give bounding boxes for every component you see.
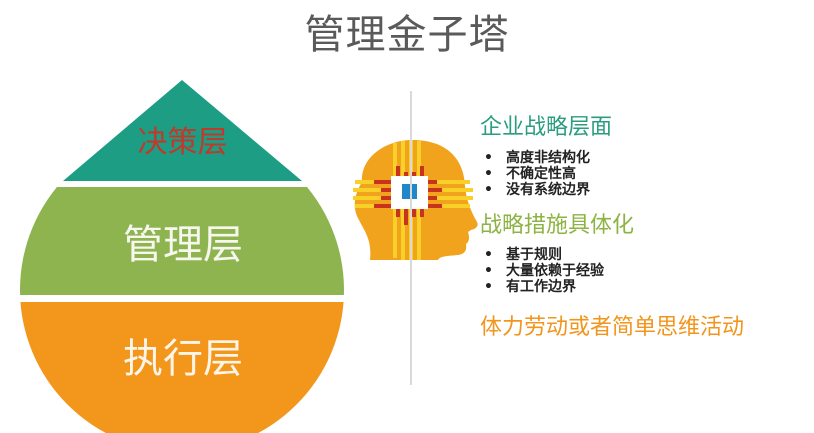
- list-item: •有工作边界: [480, 279, 604, 295]
- section-heading-execution: 体力劳动或者简单思维活动: [480, 315, 745, 340]
- vertical-divider: [410, 91, 412, 385]
- page-title: 管理金子塔: [304, 12, 510, 58]
- tactics-bullet-list: •基于规则 •大量依赖于经验 •有工作边界: [480, 247, 604, 295]
- bullet-icon: •: [484, 279, 493, 295]
- pyramid-layer-decision: [63, 80, 302, 181]
- list-item: •大量依赖于经验: [480, 263, 604, 279]
- bullet-icon: •: [484, 150, 493, 166]
- layer-label-decision: 决策层: [137, 125, 228, 160]
- head-chip-icon: [353, 140, 478, 260]
- list-item: •高度非结构化: [480, 150, 590, 166]
- layer-label-management: 管理层: [123, 222, 243, 268]
- list-item: •不确定性高: [480, 166, 590, 182]
- pyramid-layer-management: [20, 187, 344, 295]
- section-heading-strategy: 企业战略层面: [480, 115, 613, 140]
- layer-label-execution: 执行层: [123, 336, 243, 382]
- list-item: •没有系统边界: [480, 182, 590, 198]
- section-heading-tactics: 战略措施具体化: [480, 213, 635, 238]
- bullet-icon: •: [484, 263, 493, 279]
- list-item: •基于规则: [480, 247, 604, 263]
- bullet-icon: •: [484, 166, 493, 182]
- bullet-icon: •: [484, 182, 493, 198]
- strategy-bullet-list: •高度非结构化 •不确定性高 •没有系统边界: [480, 150, 590, 198]
- bullet-icon: •: [484, 247, 493, 263]
